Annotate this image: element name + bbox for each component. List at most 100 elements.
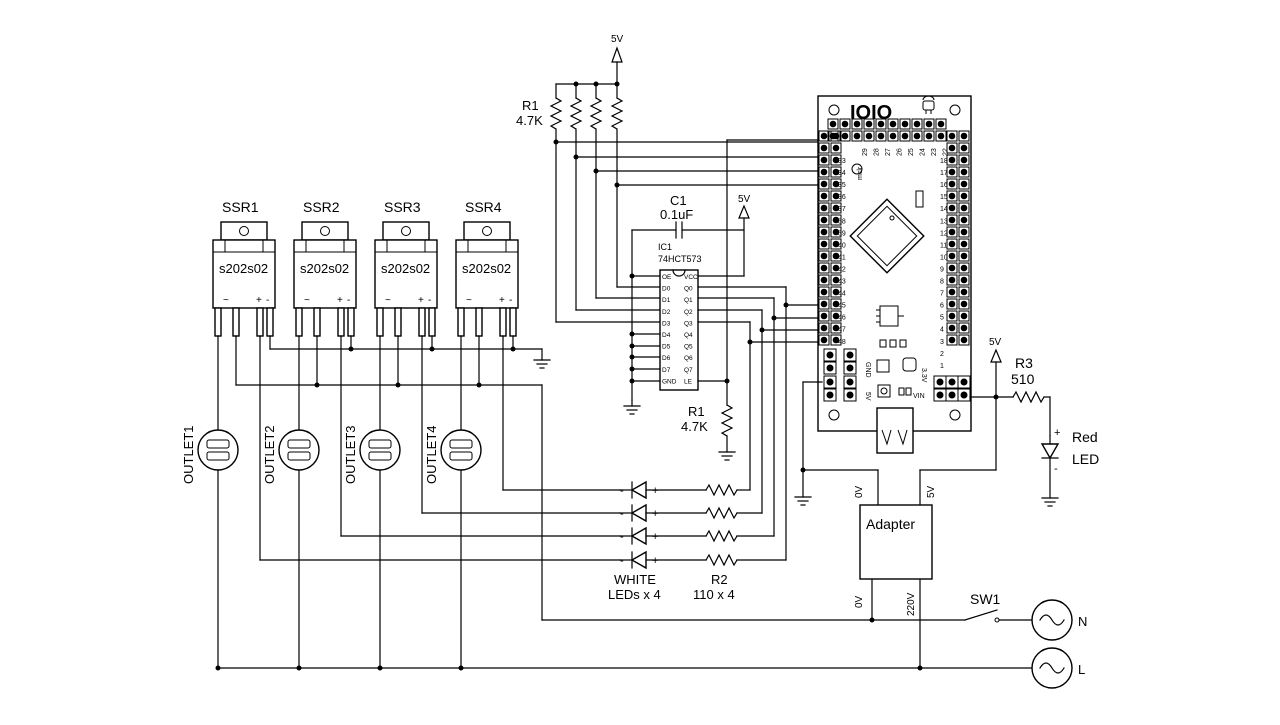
ioio-pin-29: 29	[862, 148, 869, 156]
red-led-line1: Red	[1072, 429, 1098, 445]
ioio-5v-label: 5V	[864, 392, 871, 401]
ioio-pin-34: 34	[838, 170, 846, 177]
ioio-pin-44: 44	[838, 291, 846, 298]
latch-ground-bus	[629, 273, 661, 384]
adapter-name: Adapter	[866, 516, 915, 532]
ioio-pin-5: 5	[940, 315, 944, 322]
white-led-1-minus: -	[620, 485, 624, 497]
latch-ic1	[659, 269, 699, 391]
ic1-pin-q0: Q0	[684, 286, 693, 293]
ic1-pin-q7: Q7	[684, 367, 693, 374]
mains-neutral-label: N	[1078, 614, 1087, 629]
ssr-2-tilde: ~	[304, 295, 310, 306]
ssr-4-plus: +	[499, 295, 505, 306]
mains-wiring	[217, 609, 1033, 671]
white-led-section: -+-+-+-+	[619, 480, 787, 570]
mains-line-label: L	[1078, 662, 1085, 677]
white-leds-label: WHITE	[614, 572, 656, 587]
outlet-common-bus	[235, 384, 543, 621]
ioio-pin-43: 43	[838, 279, 846, 286]
r2-resistor-2	[705, 506, 738, 520]
white-led-3-plus: +	[652, 531, 658, 543]
ioio-pin-36: 36	[838, 194, 846, 201]
r3-value: 510	[1011, 371, 1035, 387]
ioio-board	[817, 95, 972, 454]
ic1-pin-d3: D3	[662, 320, 671, 327]
outlet-4: OUTLET4	[424, 425, 482, 484]
ic1-pin-oe: OE	[662, 274, 672, 281]
adapter-in-0v: 0V	[854, 595, 865, 608]
outlet-1-label: OUTLET1	[181, 425, 196, 484]
ioio-pin-15: 15	[940, 194, 948, 201]
ground-latch	[623, 399, 641, 415]
ioio-pin-2: 2	[940, 351, 944, 358]
ic1-pin-le: LE	[684, 378, 693, 385]
adapter-in-220v: 220V	[906, 592, 917, 616]
pullup-resistor-array	[549, 81, 624, 323]
ic1-pin-q2: Q2	[684, 309, 693, 316]
ioio-pin-45: 45	[838, 303, 846, 310]
ioio-pin-26: 26	[897, 148, 904, 156]
ioio-pin-7: 7	[940, 291, 944, 298]
ic1-pin-gnd: GND	[662, 378, 677, 385]
ioio-pin-25: 25	[908, 148, 915, 156]
ssr-1-part: s202s02	[219, 261, 268, 276]
red-led	[1040, 435, 1060, 507]
white-led-4: -+	[619, 550, 787, 570]
white-leds-count: LEDs x 4	[608, 587, 661, 602]
adapter-out-5v: 5V	[926, 485, 937, 498]
ssr-4-part: s202s02	[462, 261, 511, 276]
r1-le-value: 4.7K	[681, 419, 708, 434]
ic1-pin-d5: D5	[662, 344, 671, 351]
ssr-2-part: s202s02	[300, 261, 349, 276]
ssr-2-name: SSR2	[303, 199, 340, 215]
vcc-top-symbol: 5V	[555, 34, 624, 85]
vcc-cap-symbol: 5V	[738, 194, 751, 219]
white-led-2: -+	[619, 503, 763, 523]
ioio-pin-3: 3	[940, 339, 944, 346]
ssr-ground-bus	[269, 348, 551, 369]
ic1-pin-q3: Q3	[684, 320, 693, 327]
ssr-4-minus: -	[509, 295, 512, 306]
white-led-1: -+	[619, 480, 751, 500]
resistor-r3	[1012, 390, 1051, 437]
ic1-pin-d7: D7	[662, 367, 671, 374]
ssr-section: s202s02SSR1~+-OUTLET1s202s02SSR2~+-OUTLE…	[181, 199, 621, 671]
r2-resistor-4	[705, 553, 738, 567]
ssr-3-part: s202s02	[381, 261, 430, 276]
adapter-out-0v: 0V	[854, 485, 865, 498]
ssr-2-minus: -	[347, 295, 350, 306]
ioio-pin-4: 4	[940, 327, 944, 334]
ioio-pin-13: 13	[940, 218, 948, 225]
ioio-pin-11: 11	[940, 242, 947, 249]
r1-pullup-name: R1	[522, 98, 539, 113]
r3-name: R3	[1015, 355, 1033, 371]
white-led-4-minus: -	[620, 555, 624, 567]
outlet-2: OUTLET2	[262, 425, 320, 484]
ioio-pin-16: 16	[940, 182, 948, 189]
ioio-pin-48: 48	[838, 339, 846, 346]
white-led-1-plus: +	[652, 485, 658, 497]
ioio-pin-14: 14	[940, 206, 948, 213]
ioio-pin-8: 8	[940, 279, 944, 286]
ssr-1-tilde: ~	[223, 295, 229, 306]
outlet-2-label: OUTLET2	[262, 425, 277, 484]
vcc-cap-label: 5V	[738, 194, 751, 205]
latch-output-wires	[697, 286, 823, 561]
ioio-pin-37: 37	[838, 206, 846, 213]
ioio-mclr-label: mclr	[857, 166, 864, 180]
ic1-pin-d2: D2	[662, 309, 671, 316]
ssr-1-minus: -	[266, 295, 269, 306]
ac-source-line	[1031, 647, 1073, 689]
ioio-pin-24: 24	[920, 148, 927, 156]
ic1-pin-vcc: VCC	[684, 274, 698, 281]
red-led-line2: LED	[1072, 451, 1099, 467]
ssr-4-name: SSR4	[465, 199, 502, 215]
